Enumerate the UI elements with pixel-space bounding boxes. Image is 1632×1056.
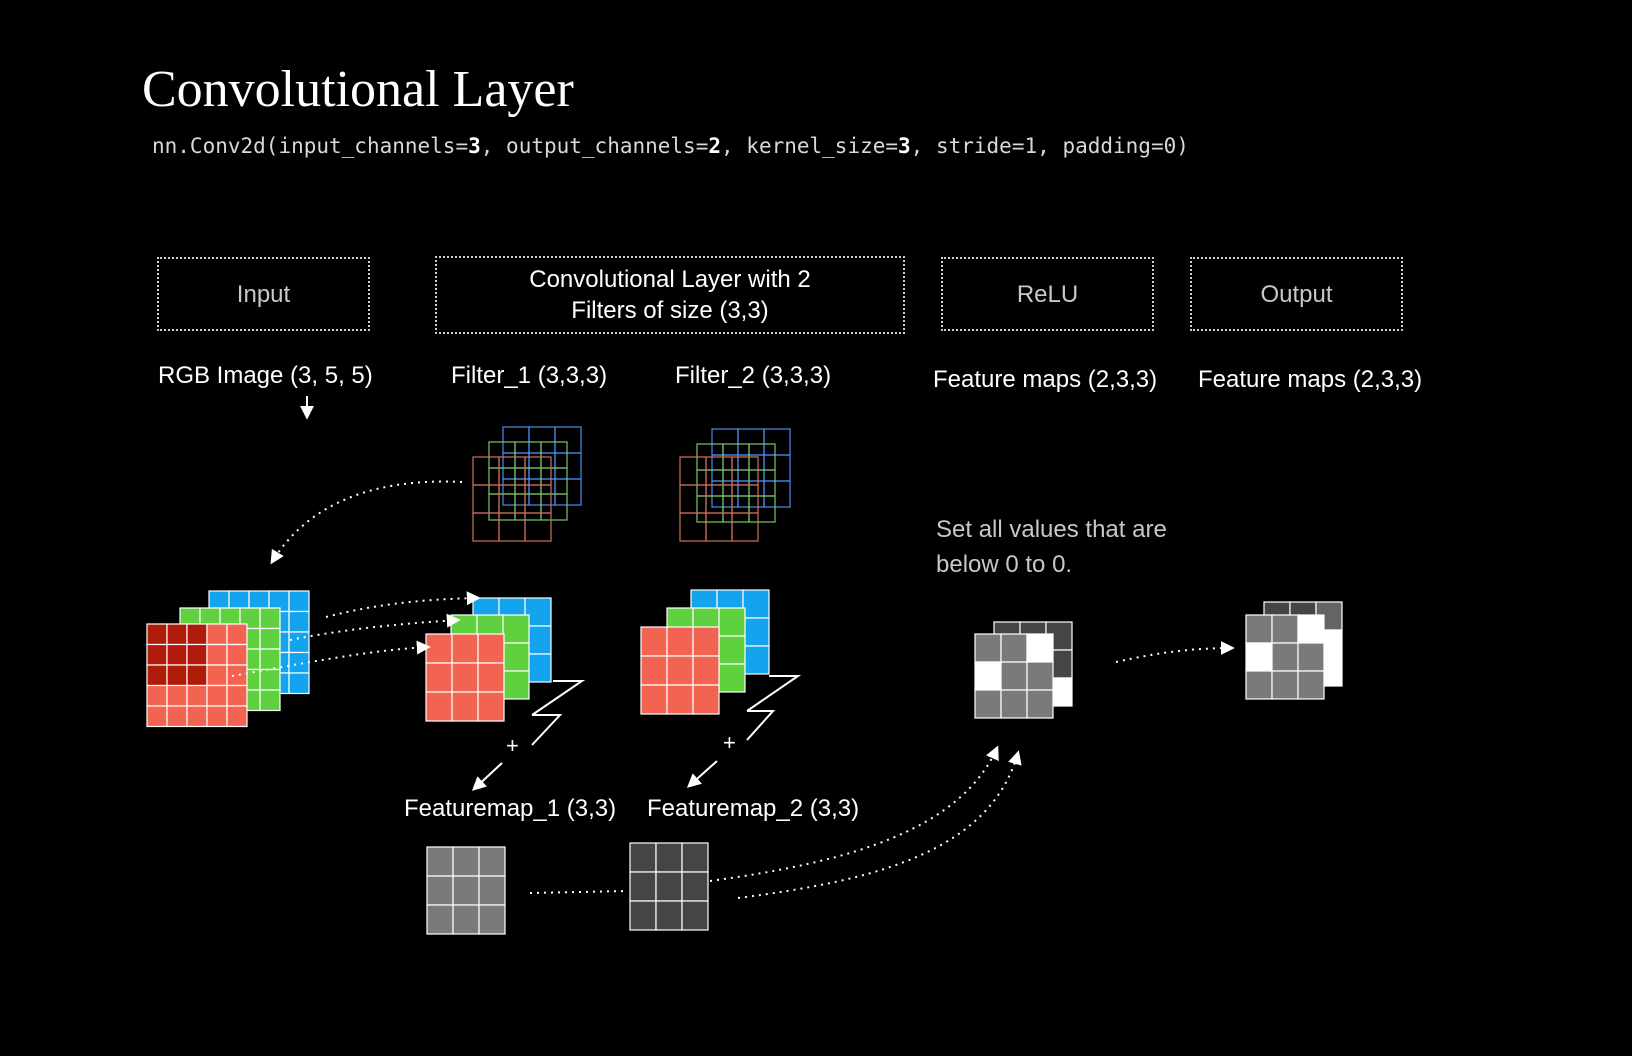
sum-wedge [746, 710, 776, 741]
filter-1-label: Filter_1 (3,3,3) [451, 362, 608, 389]
dotted-line [529, 890, 629, 894]
relu-note-line2: below 0 to 0. [936, 551, 1073, 578]
output-feature-maps-label: Feature maps (2,3,3) [1198, 366, 1423, 393]
dotted-arrow [231, 640, 431, 677]
rgb-image-label: RGB Image (3, 5, 5) [158, 362, 373, 389]
code-param-value: 0 [1163, 134, 1177, 158]
sum-wedge [531, 714, 563, 746]
conv-stack-2-red [640, 626, 720, 715]
relu-note: Set all values that are below 0 to 0. [936, 512, 1167, 582]
filter-2-green-kernel [696, 443, 776, 523]
code-param-value: 2 [708, 134, 721, 158]
filter-2-blue-kernel [711, 428, 791, 508]
dotted-arrow [270, 480, 463, 565]
stage-conv-label-line1: Convolutional Layer with 2 [529, 266, 811, 293]
input-red-channel [146, 623, 248, 728]
filter-2-label: Filter_2 (3,3,3) [675, 362, 832, 389]
code-separator: , [1037, 134, 1063, 158]
dotted-arrow [709, 745, 999, 882]
relu-feature-maps-label: Feature maps (2,3,3) [933, 366, 1158, 393]
relu-note-line1: Set all values that are [936, 516, 1167, 543]
relu-map-front [974, 633, 1054, 719]
sum-wedge [746, 675, 802, 712]
code-separator: , [480, 134, 507, 158]
code-param-name: padding= [1062, 134, 1164, 158]
output-map-front [1245, 614, 1325, 700]
featuremap-2-label: Featuremap_2 (3,3) [647, 795, 860, 822]
stage-conv-box: Convolutional Layer with 2 Filters of si… [435, 256, 905, 334]
conv-stack-1-red [425, 633, 505, 722]
stage-input-box: Input [157, 257, 370, 331]
sum-wedge [531, 680, 586, 716]
code-suffix: ) [1176, 134, 1189, 158]
stage-output-label: Output [1260, 280, 1333, 308]
code-separator: , [910, 134, 936, 158]
code-separator: , [721, 134, 747, 158]
arrow [471, 762, 503, 791]
stage-conv-label-line2: Filters of size (3,3) [571, 297, 769, 324]
code-snippet: nn.Conv2d(input_channels=3, output_chann… [152, 134, 1189, 158]
code-param-name: output_channels= [506, 134, 709, 158]
featuremap-1-grid [426, 846, 506, 935]
arrow [686, 760, 718, 788]
filter-1-green-kernel [488, 441, 568, 521]
stage-input-label: Input [236, 280, 291, 308]
plus-sign: + [723, 730, 736, 755]
stage-output-box: Output [1190, 257, 1403, 331]
dotted-arrow [1115, 641, 1235, 663]
code-param-value: 3 [898, 134, 911, 158]
dotted-arrow [737, 750, 1022, 899]
code-prefix: nn.Conv2d( [152, 134, 279, 158]
filter-1-blue-kernel [502, 426, 582, 506]
stage-relu-box: ReLU [941, 257, 1154, 331]
plus-sign: + [506, 733, 519, 758]
stage-relu-label: ReLU [1016, 280, 1079, 308]
filter-1-red-kernel [472, 456, 552, 542]
code-param-name: stride= [935, 134, 1025, 158]
featuremap-2-grid [629, 842, 709, 931]
code-param-name: kernel_size= [746, 134, 899, 158]
page-title: Convolutional Layer [142, 61, 574, 118]
featuremap-1-label: Featuremap_1 (3,3) [404, 795, 617, 822]
code-param-value: 1 [1024, 134, 1038, 158]
dotted-arrow [289, 613, 461, 641]
code-param-name: input_channels= [278, 134, 469, 158]
dotted-arrow [325, 591, 481, 618]
filter-2-red-kernel [679, 456, 759, 542]
code-param-value: 3 [468, 134, 481, 158]
